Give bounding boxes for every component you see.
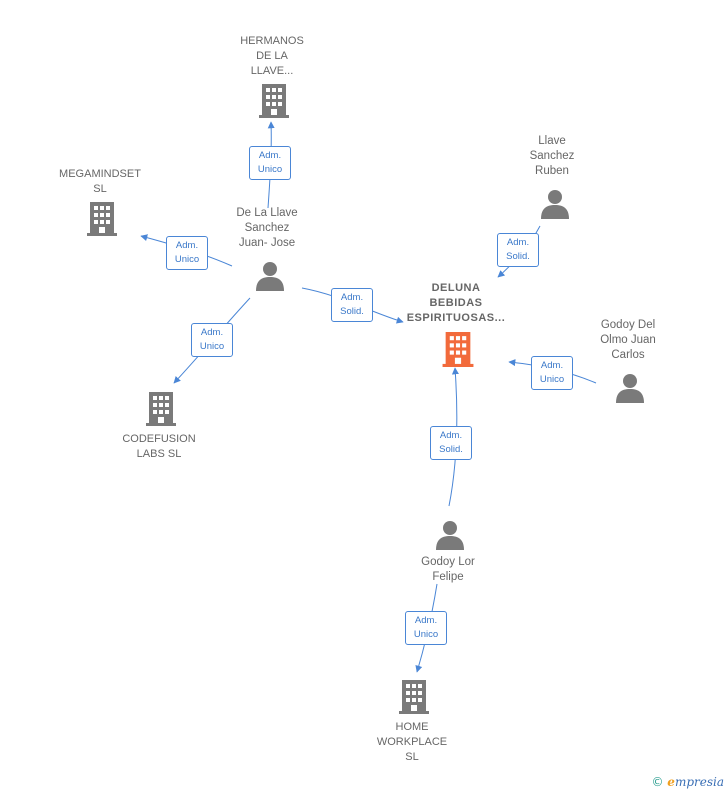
empresia-watermark: © empresia: [651, 775, 724, 789]
company-label-hermanos[interactable]: HERMANOS DE LA LLAVE...: [240, 35, 304, 77]
role-badge-codefusion[interactable]: Adm. Unico: [191, 323, 233, 357]
person-icon[interactable]: [615, 373, 645, 408]
role-badge-megamindset[interactable]: Adm. Unico: [166, 236, 208, 270]
company-label-home-workplace[interactable]: HOME WORKPLACE SL: [376, 721, 448, 763]
building-icon[interactable]: [259, 84, 289, 123]
copyright-symbol: ©: [651, 775, 664, 789]
brand-name: mpresia: [674, 775, 724, 789]
brand-initial: e: [667, 775, 675, 789]
role-badge-hermanos[interactable]: Adm. Unico: [249, 146, 291, 180]
company-label-megamindset[interactable]: MEGAMINDSET SL: [59, 168, 141, 195]
person-label-godoy-lor[interactable]: Godoy Lor Felipe: [421, 556, 475, 583]
role-badge-godoy-olmo-deluna[interactable]: Adm. Unico: [531, 356, 573, 390]
company-label-codefusion[interactable]: CODEFUSION LABS SL: [122, 433, 196, 460]
person-label-delallave[interactable]: De La Llave Sanchez Juan- Jose: [236, 207, 298, 249]
role-badge-delallave-deluna[interactable]: Adm. Solid.: [331, 288, 373, 322]
building-icon[interactable]: [87, 202, 117, 241]
person-label-llave-ruben[interactable]: Llave Sanchez Ruben: [529, 135, 575, 177]
person-icon[interactable]: [540, 189, 570, 224]
person-icon[interactable]: [435, 520, 465, 555]
building-icon[interactable]: [146, 392, 176, 431]
person-label-godoy-del-olmo[interactable]: Godoy Del Olmo Juan Carlos: [600, 319, 656, 361]
building-icon[interactable]: [399, 680, 429, 719]
role-badge-ruben-deluna[interactable]: Adm. Solid.: [497, 233, 539, 267]
company-label-deluna[interactable]: DELUNA BEBIDAS ESPIRITUOSAS...: [406, 282, 506, 324]
person-icon[interactable]: [255, 261, 285, 296]
role-badge-lor-home[interactable]: Adm. Unico: [405, 611, 447, 645]
building-icon-focus[interactable]: [442, 332, 474, 372]
role-badge-lor-deluna[interactable]: Adm. Solid.: [430, 426, 472, 460]
